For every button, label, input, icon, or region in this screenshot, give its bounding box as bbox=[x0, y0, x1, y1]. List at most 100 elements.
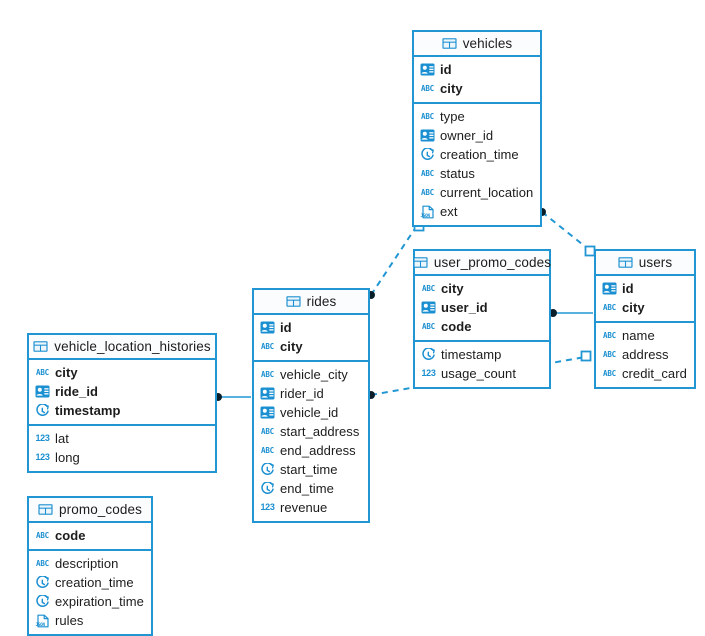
field-name: id bbox=[280, 320, 292, 335]
field-row[interactable]: id bbox=[414, 60, 540, 79]
relationship-line bbox=[370, 223, 419, 296]
field-name: city bbox=[622, 300, 645, 315]
table-header[interactable]: vehicles bbox=[414, 32, 540, 57]
field-name: ext bbox=[440, 204, 458, 219]
abc-icon: ABC bbox=[603, 349, 616, 359]
key-icon bbox=[420, 128, 435, 143]
field-row[interactable]: creation_time bbox=[29, 573, 151, 592]
clock-icon bbox=[35, 403, 50, 418]
clock-icon bbox=[260, 462, 275, 477]
field-row[interactable]: id bbox=[254, 318, 368, 337]
key-icon bbox=[421, 300, 436, 315]
abc-icon: ABC bbox=[36, 558, 49, 568]
field-row[interactable]: creation_time bbox=[414, 145, 540, 164]
number-icon: 123 bbox=[35, 433, 50, 443]
field-row[interactable]: rider_id bbox=[254, 384, 368, 403]
table-header[interactable]: vehicle_location_histories bbox=[29, 335, 215, 360]
table-header[interactable]: rides bbox=[254, 290, 368, 315]
relationship-vehicle_location_histories-rides[interactable] bbox=[214, 393, 251, 401]
field-name: address bbox=[622, 347, 669, 362]
field-name: current_location bbox=[440, 185, 534, 200]
field-row[interactable]: ride_id bbox=[29, 382, 215, 401]
key-icon bbox=[420, 62, 435, 77]
field-name: id bbox=[622, 281, 634, 296]
field-name: vehicle_city bbox=[280, 367, 348, 382]
table-icon bbox=[413, 255, 428, 270]
table-title: promo_codes bbox=[59, 502, 142, 517]
clock-icon bbox=[260, 481, 275, 496]
field-row[interactable]: timestamp bbox=[415, 345, 549, 364]
field-name: owner_id bbox=[440, 128, 494, 143]
abc-icon: ABC bbox=[261, 426, 274, 436]
field-row[interactable]: expiration_time bbox=[29, 592, 151, 611]
number-icon: 123 bbox=[421, 368, 436, 378]
abc-icon: ABC bbox=[421, 187, 434, 197]
field-row[interactable]: end_time bbox=[254, 479, 368, 498]
field-name: timestamp bbox=[55, 403, 121, 418]
table-header[interactable]: promo_codes bbox=[29, 498, 151, 523]
table-icon bbox=[33, 339, 48, 354]
table-icon bbox=[286, 294, 301, 309]
field-row[interactable]: ABC current_location bbox=[414, 183, 540, 202]
relationship-user_promo_codes-users[interactable] bbox=[549, 309, 593, 317]
field-row[interactable]: ABC start_address bbox=[254, 422, 368, 441]
field-name: name bbox=[622, 328, 655, 343]
field-row[interactable]: start_time bbox=[254, 460, 368, 479]
field-name: creation_time bbox=[440, 147, 519, 162]
json-icon: JSON bbox=[420, 204, 435, 219]
field-row[interactable]: ABC address bbox=[596, 345, 694, 364]
field-row[interactable]: user_id bbox=[415, 298, 549, 317]
key-icon bbox=[35, 384, 50, 399]
table-header[interactable]: user_promo_codes bbox=[413, 251, 552, 276]
field-row[interactable]: owner_id bbox=[414, 126, 540, 145]
field-row[interactable]: JSON ext bbox=[414, 202, 540, 221]
table-header[interactable]: users bbox=[596, 251, 694, 276]
field-row[interactable]: 123 long bbox=[29, 448, 215, 467]
field-name: code bbox=[441, 319, 472, 334]
field-row[interactable]: id bbox=[596, 279, 694, 298]
table-title: user_promo_codes bbox=[433, 255, 552, 270]
table-icon bbox=[442, 36, 457, 51]
table-title: vehicle_location_histories bbox=[54, 339, 211, 354]
abc-icon: ABC bbox=[422, 283, 435, 293]
abc-icon: ABC bbox=[261, 369, 274, 379]
field-name: long bbox=[55, 450, 80, 465]
clock-icon bbox=[35, 594, 50, 609]
field-row[interactable]: ABC vehicle_city bbox=[254, 365, 368, 384]
field-name: revenue bbox=[280, 500, 328, 515]
field-name: start_address bbox=[280, 424, 360, 439]
abc-icon: ABC bbox=[36, 367, 49, 377]
number-icon: 123 bbox=[35, 452, 50, 462]
field-row[interactable]: timestamp bbox=[29, 401, 215, 420]
field-name: vehicle_id bbox=[280, 405, 339, 420]
field-row[interactable]: vehicle_id bbox=[254, 403, 368, 422]
